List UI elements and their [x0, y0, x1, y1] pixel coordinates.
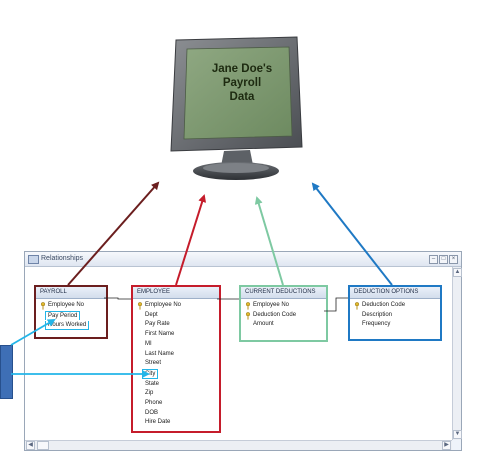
payroll-table-title: PAYROLL — [36, 287, 106, 299]
payroll-field-pay-period[interactable]: Pay Period — [36, 310, 106, 322]
maximize-button[interactable]: □ — [439, 255, 448, 264]
minimize-button[interactable]: – — [429, 255, 438, 264]
employee-field-hire-date[interactable]: Hire Date — [145, 419, 171, 426]
highlighted-field-label: City — [142, 368, 159, 379]
current-deductions-field-amount[interactable]: Amount — [253, 321, 274, 328]
monitor-screen-text: Jane Doe's Payroll Data — [190, 62, 294, 104]
employee-field-dob[interactable]: DOB — [145, 409, 159, 416]
screen-line-1: Jane Doe's — [211, 63, 273, 75]
employee-field-dept[interactable]: Dept — [145, 311, 158, 318]
employee-field-state[interactable]: State — [145, 380, 160, 387]
current-deductions-field-employee-no[interactable]: Employee No — [241, 301, 326, 311]
employee-field-city[interactable]: City — [133, 368, 219, 380]
current-deductions-table-title: CURRENT DEDUCTIONS — [241, 287, 326, 299]
employee-table-title: EMPLOYEE — [133, 287, 219, 299]
vertical-scrollbar[interactable]: ▲ ▼ — [452, 267, 462, 440]
field-label: Employee No — [48, 302, 85, 308]
deduction-options-table[interactable]: DEDUCTION OPTIONS Deduction Code Descrip… — [348, 285, 442, 341]
payroll-field-hours-worked[interactable]: Hours Worked — [36, 321, 106, 331]
window-title: Relationships — [41, 255, 84, 262]
highlighted-field-label: Hours Worked — [45, 321, 90, 331]
employee-table[interactable]: EMPLOYEE Employee No Dept Pay Rate First… — [131, 285, 221, 433]
employee-field-pay-rate[interactable]: Pay Rate — [145, 321, 170, 328]
screen-line-3: Data — [229, 91, 255, 103]
employee-field-employee-no[interactable]: Employee No — [133, 301, 219, 311]
monitor-icon — [170, 36, 303, 180]
scroll-right-icon[interactable]: ▶ — [442, 441, 451, 450]
callout-box — [0, 345, 13, 399]
primary-key-icon — [245, 302, 251, 310]
highlighted-field-label: Pay Period — [45, 310, 81, 320]
employee-field-phone[interactable]: Phone — [145, 400, 163, 407]
employee-field-mi[interactable]: MI — [145, 340, 152, 347]
scroll-thumb[interactable] — [37, 441, 49, 450]
primary-key-icon — [137, 302, 143, 310]
current-deductions-table[interactable]: CURRENT DEDUCTIONS Employee No Deduction… — [239, 285, 328, 342]
primary-key-icon — [354, 302, 360, 310]
scroll-up-icon[interactable]: ▲ — [453, 268, 462, 277]
field-label: Employee No — [253, 302, 290, 308]
employee-field-last-name[interactable]: Last Name — [145, 350, 175, 357]
deduction-options-field-deduction-code[interactable]: Deduction Code — [350, 301, 440, 311]
screen-line-2: Payroll — [222, 77, 262, 89]
horizontal-scrollbar[interactable]: ◀ ▶ — [25, 440, 452, 450]
close-button[interactable]: × — [449, 255, 458, 264]
scroll-down-icon[interactable]: ▼ — [453, 430, 462, 439]
relationships-window: Relationships – □ × ▲ ▼ ◀ ▶ — [24, 251, 462, 451]
field-label: Deduction Code — [253, 311, 297, 318]
payroll-field-employee-no[interactable]: Employee No — [36, 301, 106, 311]
employee-field-first-name[interactable]: First Name — [145, 331, 175, 338]
deduction-options-table-title: DEDUCTION OPTIONS — [350, 287, 440, 299]
field-label: Employee No — [145, 302, 182, 308]
primary-key-icon — [245, 311, 251, 320]
window-titlebar: Relationships – □ × — [25, 252, 461, 267]
scroll-left-icon[interactable]: ◀ — [26, 441, 35, 450]
current-deductions-field-deduction-code[interactable]: Deduction Code — [241, 311, 326, 321]
employee-field-zip[interactable]: Zip — [145, 390, 154, 397]
primary-key-icon — [40, 302, 46, 310]
payroll-table[interactable]: PAYROLL Employee No Pay Period Hours Wor… — [34, 285, 108, 339]
deduction-options-field-description[interactable]: Description — [362, 311, 393, 318]
employee-field-street[interactable]: Street — [145, 360, 162, 367]
field-label: Deduction Code — [362, 302, 406, 308]
deduction-options-field-frequency[interactable]: Frequency — [362, 321, 391, 328]
relationships-icon — [28, 255, 39, 264]
